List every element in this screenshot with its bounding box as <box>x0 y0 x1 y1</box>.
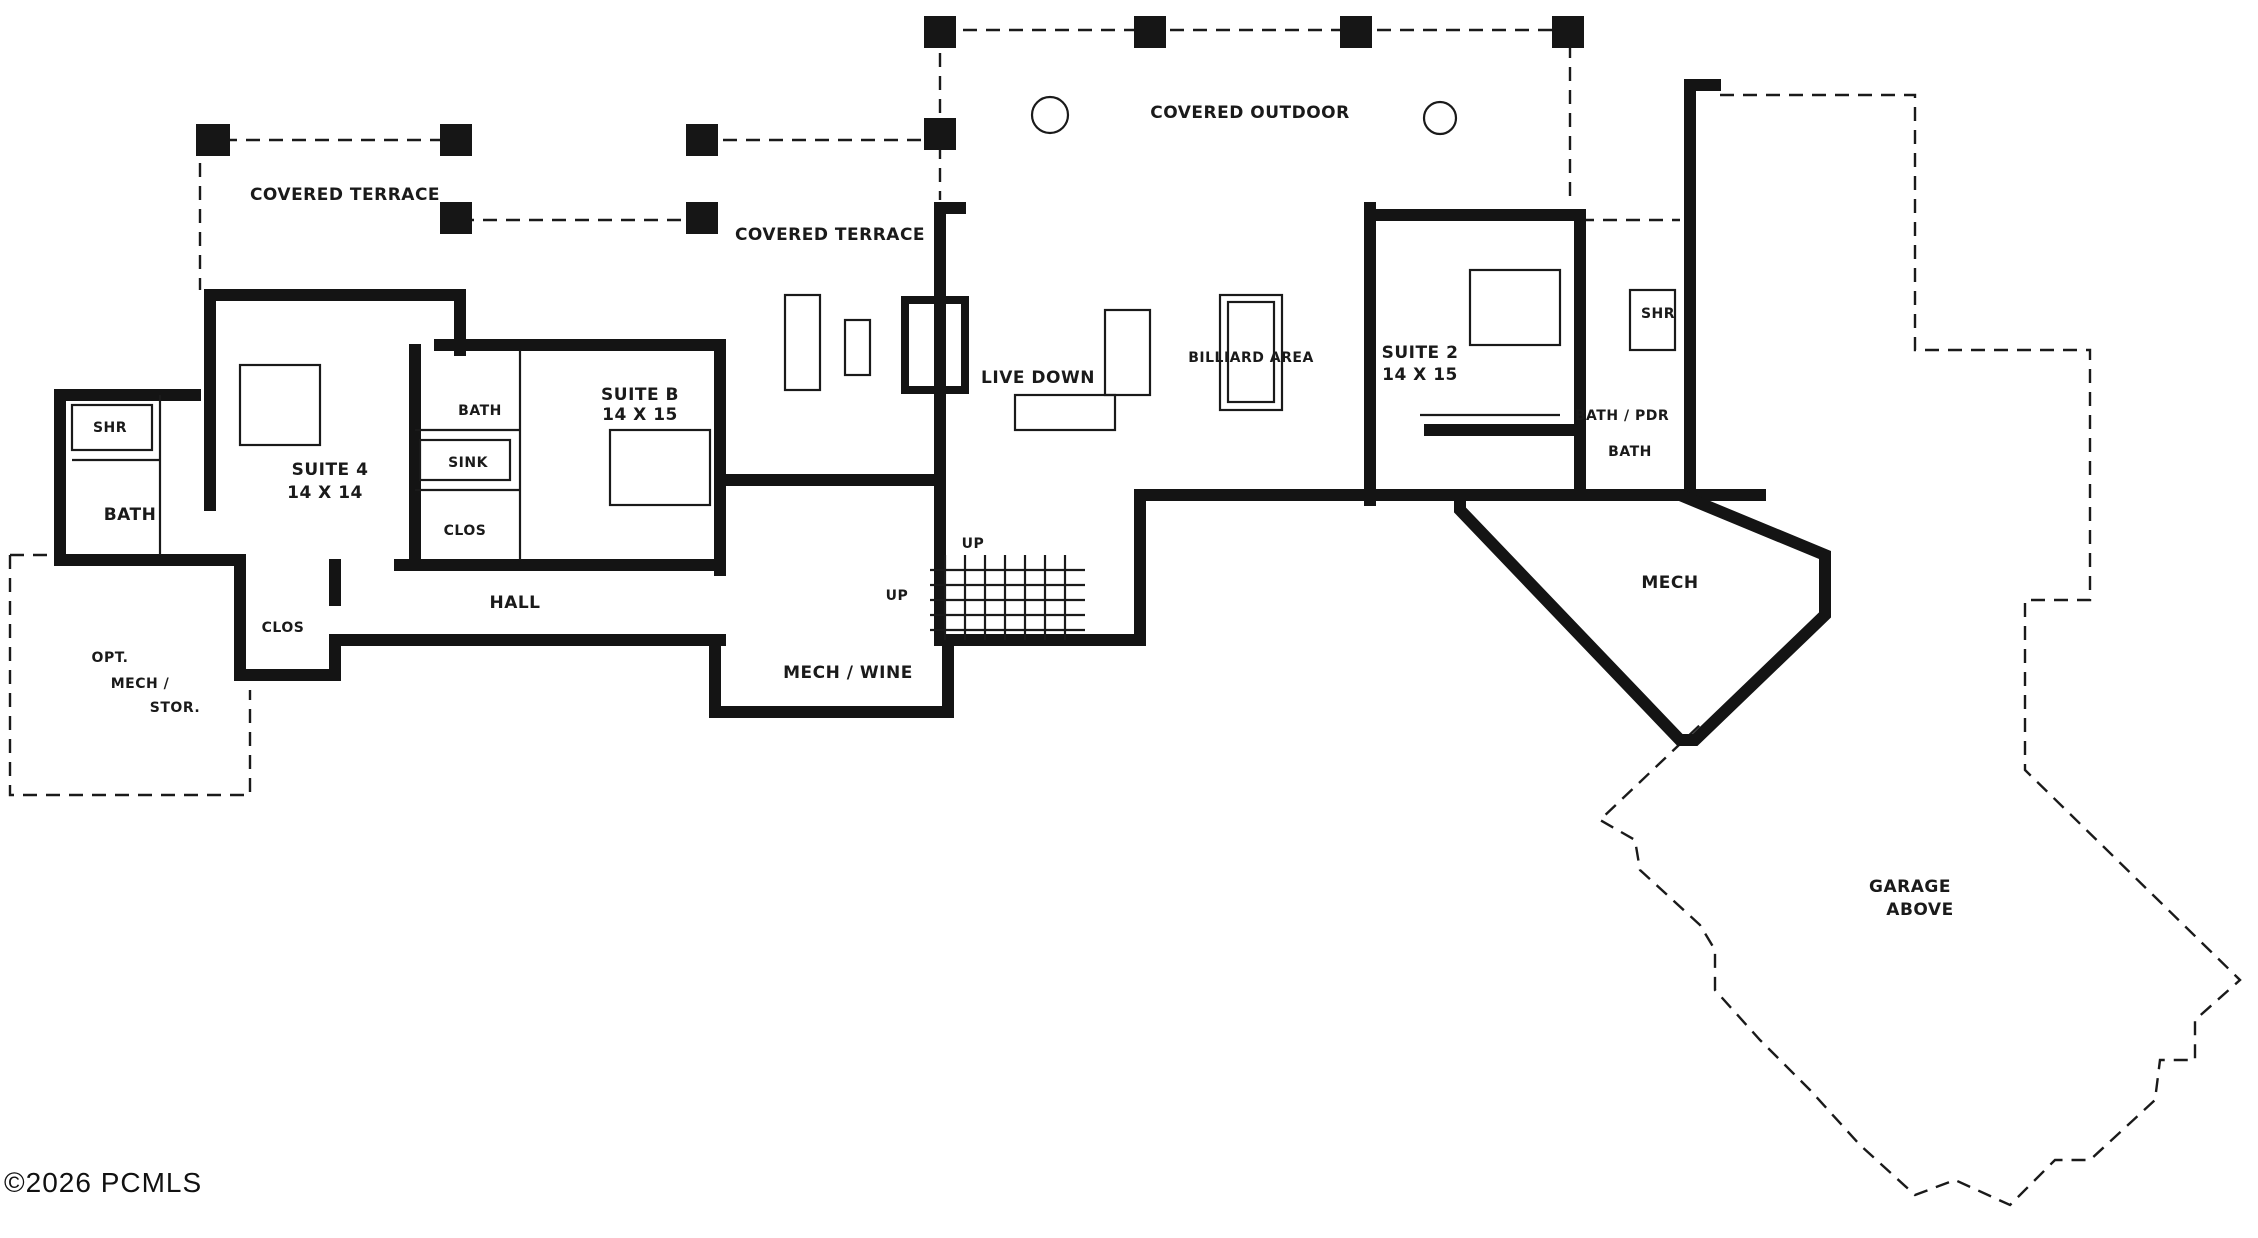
label-covered-terrace-center: COVERED TERRACE <box>735 225 925 245</box>
label-suite-east-size: 14 X 15 <box>1382 365 1458 385</box>
label-suite-4-size: 14 X 14 <box>287 483 363 503</box>
label-suite-b-size: 14 X 15 <box>602 405 678 425</box>
label-shr-west: SHR <box>93 420 127 436</box>
columns <box>196 16 1584 234</box>
label-clos-west: CLOS <box>262 620 305 636</box>
label-bath-pdr: BATH / PDR <box>1575 408 1669 424</box>
label-up-1: UP <box>962 536 985 552</box>
label-bath-mid: BATH <box>458 403 502 419</box>
label-clos-mid: CLOS <box>444 523 487 539</box>
label-mech: MECH <box>1641 573 1698 593</box>
walls <box>54 79 1831 746</box>
label-garage-2: ABOVE <box>1886 900 1953 920</box>
label-suite-4: SUITE 4 <box>292 460 369 480</box>
label-covered-terrace-west: COVERED TERRACE <box>250 185 440 205</box>
label-opt-mech: OPT. <box>92 650 129 666</box>
label-bath-pdr-2: BATH <box>1608 444 1652 460</box>
label-shr-east: SHR <box>1641 306 1675 322</box>
dashed-outlines <box>8 28 2242 1207</box>
label-suite-east: SUITE 2 <box>1382 343 1459 363</box>
label-mech-wine: MECH / WINE <box>783 663 913 683</box>
label-opt-mech-2: MECH / <box>111 676 170 692</box>
room-labels: COVERED TERRACE COVERED OUTDOOR COVERED … <box>92 103 1954 920</box>
label-covered-outdoor: COVERED OUTDOOR <box>1150 103 1349 123</box>
copyright-text: ©2026 PCMLS <box>4 1167 202 1198</box>
label-up-2: UP <box>886 588 909 604</box>
label-live-down: LIVE DOWN <box>981 368 1095 388</box>
interior-lines <box>70 95 1677 640</box>
label-hall: HALL <box>489 593 540 613</box>
label-suite-b: SUITE B <box>601 385 679 405</box>
label-sink: SINK <box>448 455 489 471</box>
label-garage: GARAGE <box>1869 877 1951 897</box>
label-billiards: BILLIARD AREA <box>1188 350 1314 366</box>
label-bath-west: BATH <box>104 505 157 525</box>
label-opt-mech-3: STOR. <box>150 700 200 716</box>
